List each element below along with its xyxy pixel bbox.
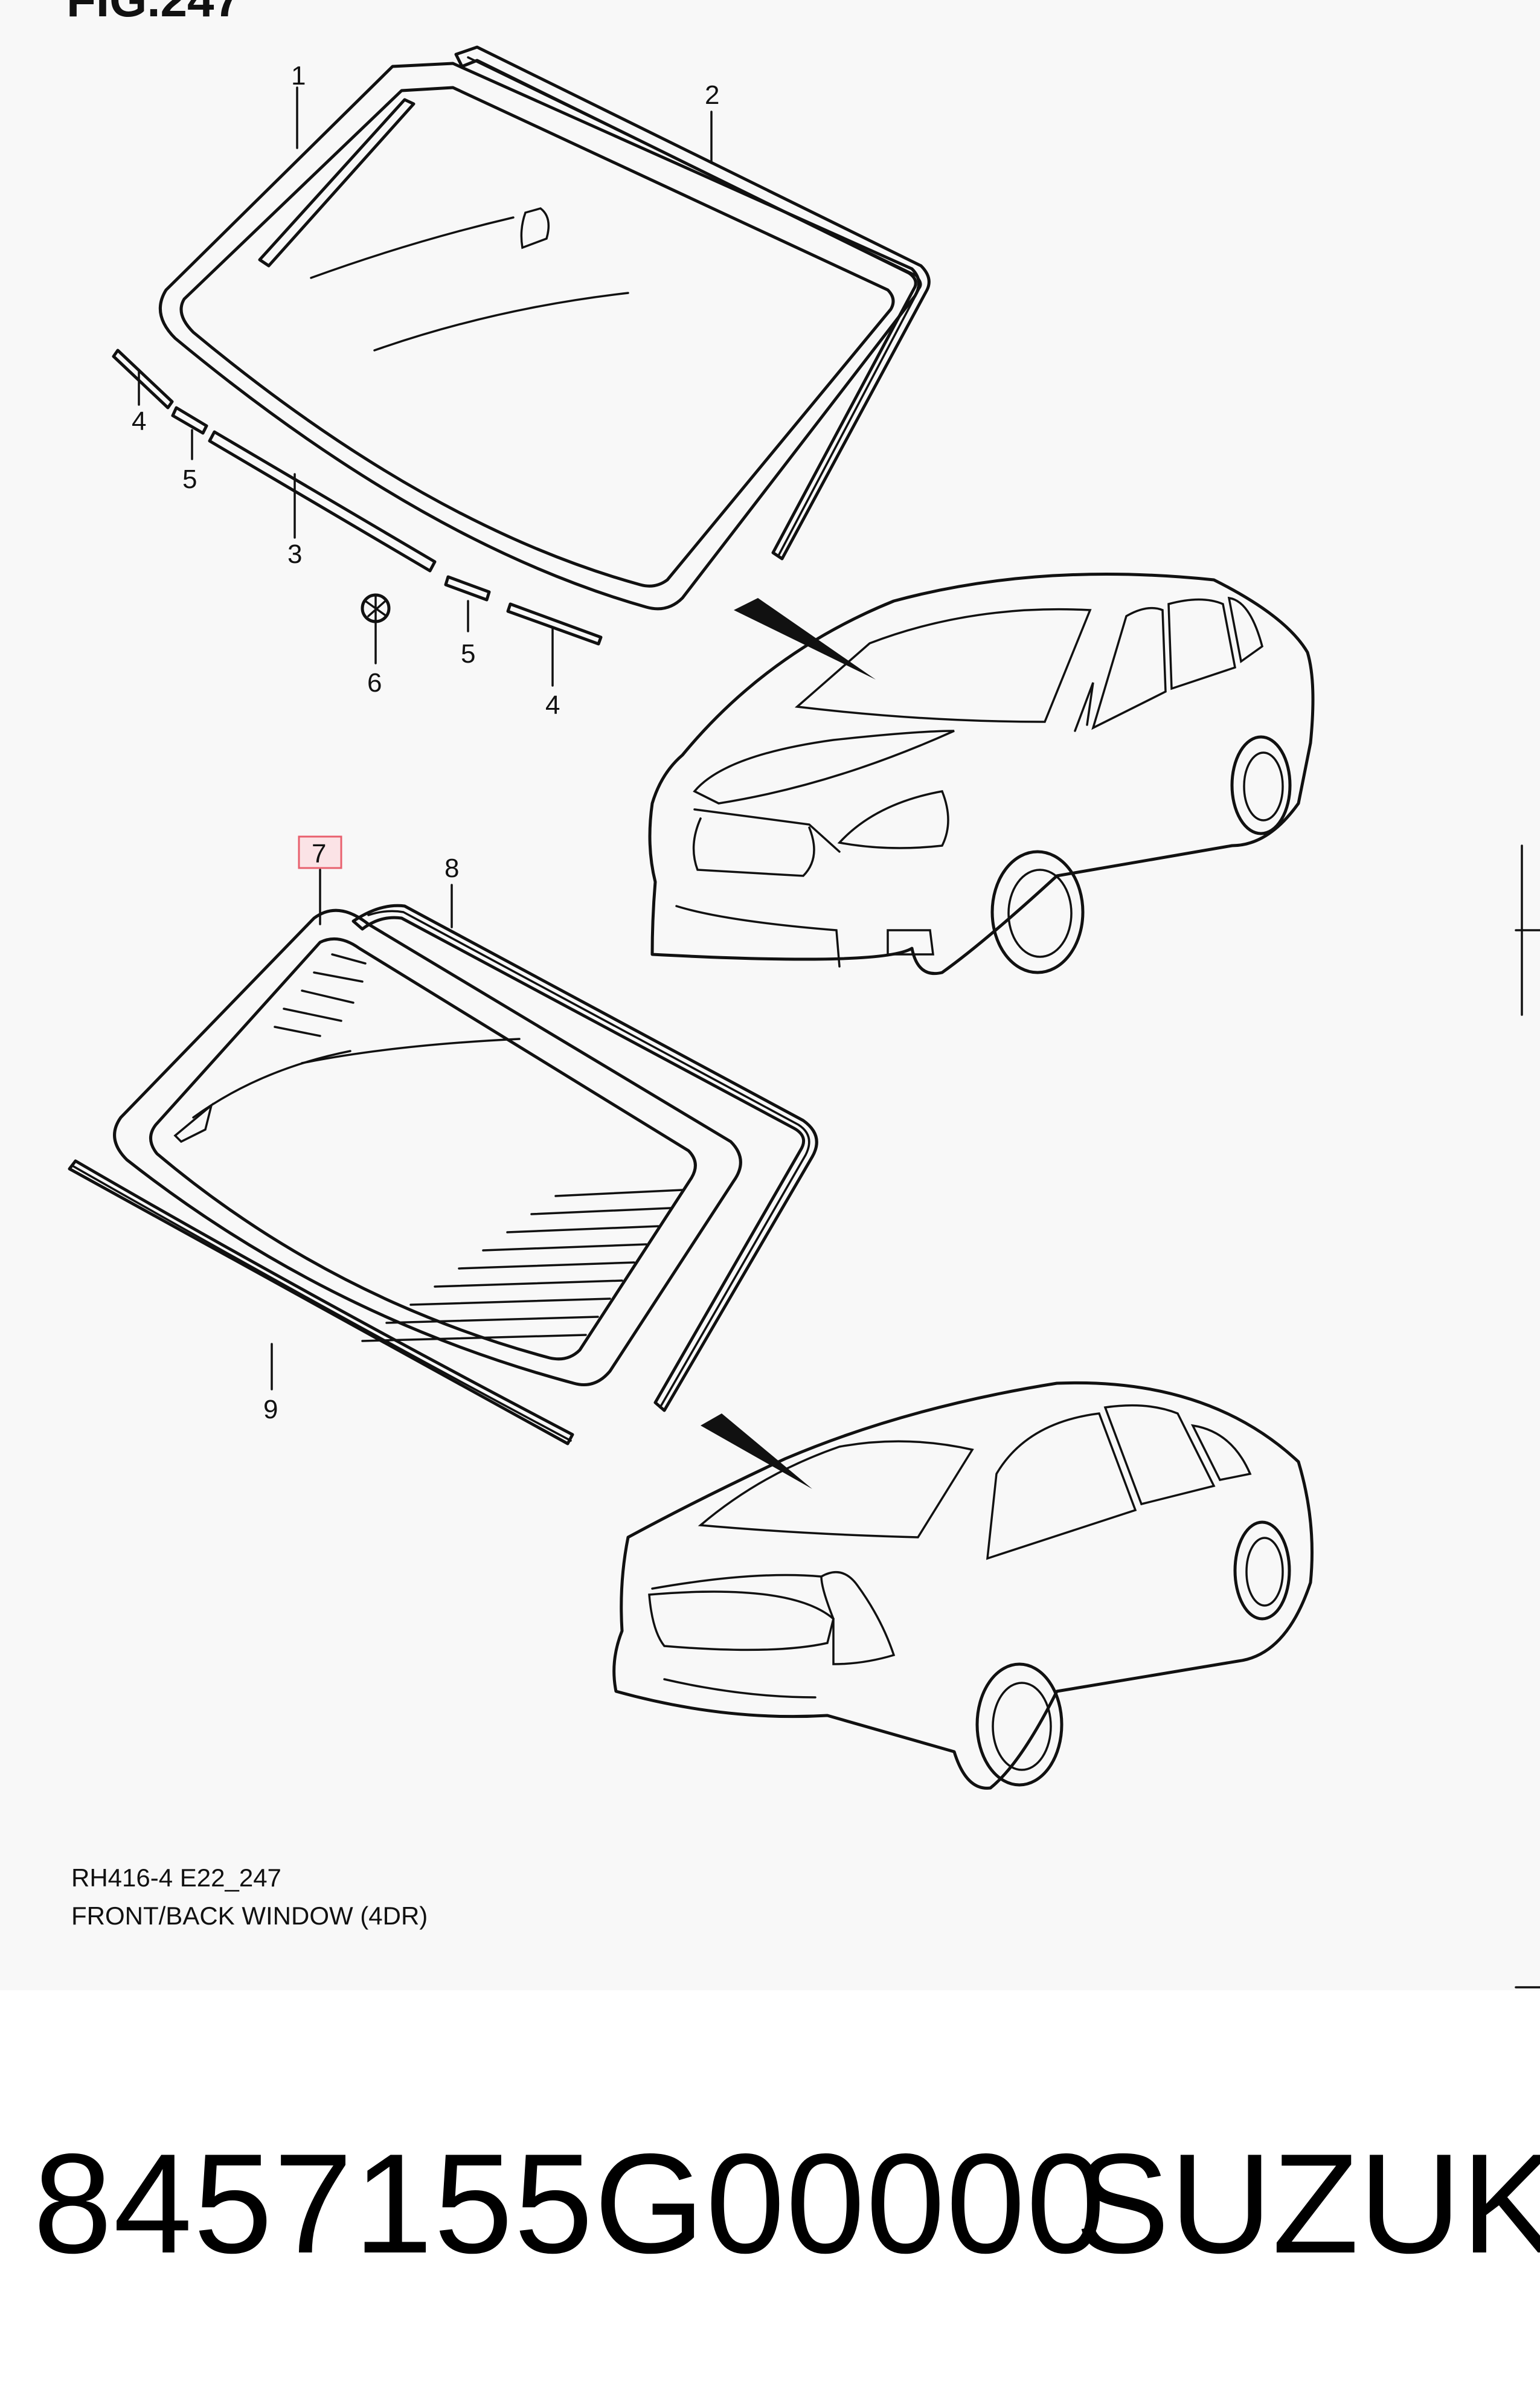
callout-9: 9 xyxy=(263,1395,278,1424)
car-front-view xyxy=(648,573,1315,976)
windshield-upper-molding xyxy=(454,45,931,561)
callout-2: 2 xyxy=(705,80,719,110)
direction-arrow-rear xyxy=(701,1413,812,1489)
leader-lines-rear xyxy=(271,869,453,1391)
highlight-box-7 xyxy=(298,835,342,869)
page-edge-marks xyxy=(1515,844,1540,1989)
callout-5-left: 5 xyxy=(182,465,197,494)
callout-4-right: 4 xyxy=(545,690,560,720)
parts-diagram-panel: 1 2 4 5 3 5 4 6 7 8 9 FIG.247 RH416-4 E2… xyxy=(66,0,1540,1989)
parts-diagram: 1 2 4 5 3 5 4 6 7 8 9 xyxy=(68,45,1540,1989)
figure-title: FIG.247 xyxy=(66,0,241,24)
front-windshield-glass xyxy=(158,62,920,611)
mirror-clip xyxy=(361,593,391,623)
callout-6: 6 xyxy=(367,668,382,698)
callout-7: 7 xyxy=(312,839,326,869)
callout-4-left: 4 xyxy=(132,407,146,436)
callout-1: 1 xyxy=(291,61,306,91)
diagram-code: RH416-4 E22_247 xyxy=(71,1863,281,1892)
diagram-caption: FRONT/BACK WINDOW (4DR) xyxy=(71,1902,428,1930)
rear-window-glass xyxy=(113,908,742,1386)
leader-lines-front xyxy=(138,86,713,687)
spacer-left xyxy=(171,406,208,435)
rear-window-lower-molding xyxy=(68,1159,574,1445)
callout-3: 3 xyxy=(287,539,302,569)
direction-arrow-front xyxy=(734,598,876,680)
part-number: 8457155G00000 xyxy=(33,2124,1107,2283)
windshield-lower-molding xyxy=(208,430,437,573)
rear-window-upper-molding xyxy=(351,904,818,1412)
end-cap-right xyxy=(506,602,603,646)
spacer-right xyxy=(444,575,491,602)
callout-5-right: 5 xyxy=(461,639,475,669)
front-side-molding xyxy=(258,98,415,268)
brand-name: SUZUKI xyxy=(1075,2124,1540,2283)
end-cap-left xyxy=(112,349,174,410)
callout-8: 8 xyxy=(444,854,459,883)
car-rear-view xyxy=(612,1381,1314,1790)
